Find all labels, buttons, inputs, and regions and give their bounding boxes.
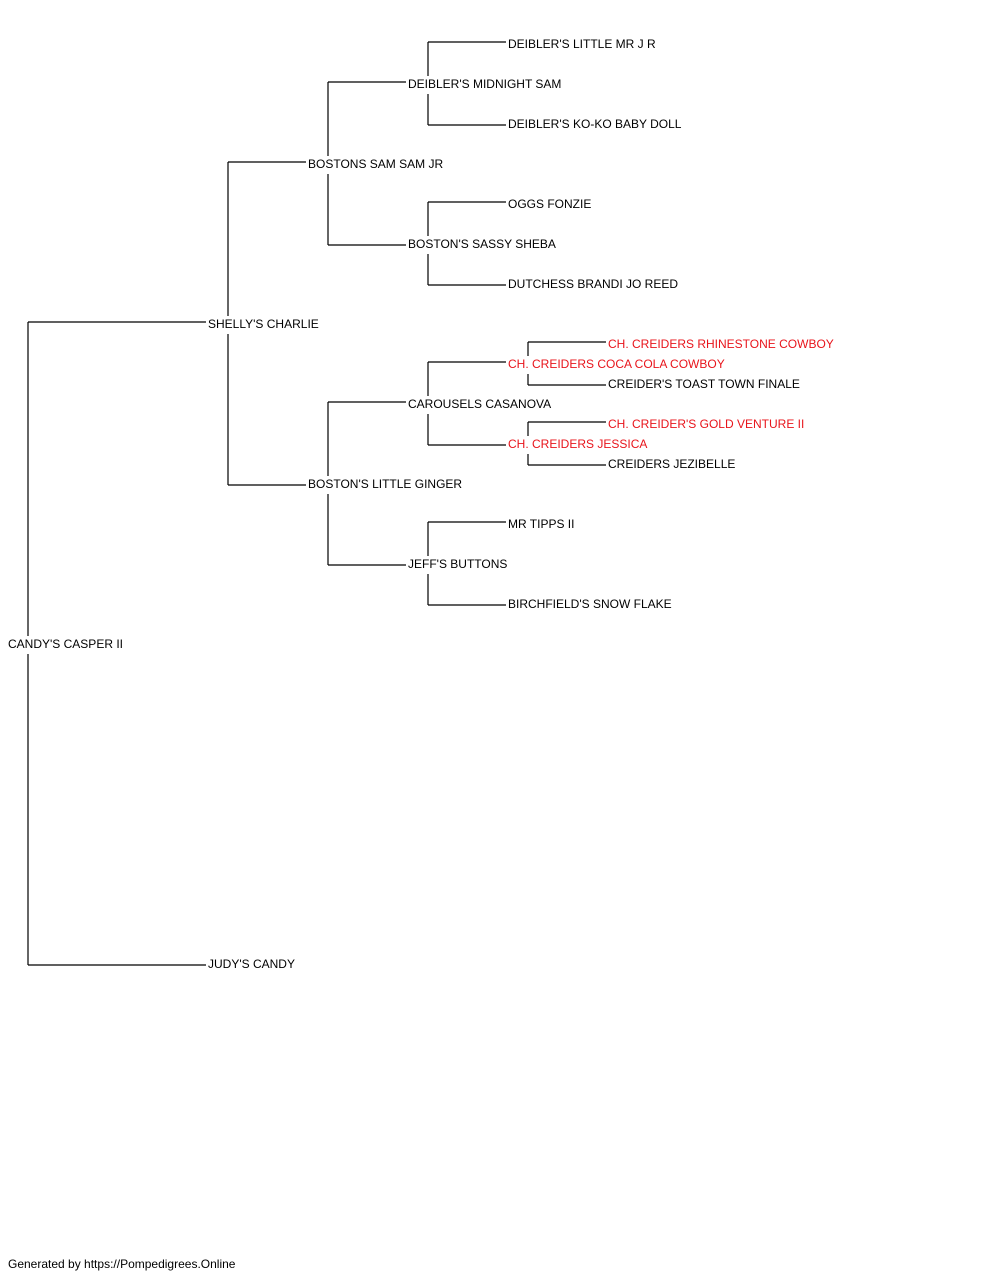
pedigree-node-boston-s-sassy-sheba[interactable]: BOSTON'S SASSY SHEBA xyxy=(408,237,556,251)
pedigree-node-carousels-casanova[interactable]: CAROUSELS CASANOVA xyxy=(408,397,552,411)
pedigree-node-dutchess-brandi-jo-reed[interactable]: DUTCHESS BRANDI JO REED xyxy=(508,277,679,291)
pedigree-node-creider-s-toast-town-finale[interactable]: CREIDER'S TOAST TOWN FINALE xyxy=(608,377,800,391)
pedigree-node-shelly-s-charlie[interactable]: SHELLY'S CHARLIE xyxy=(208,317,319,331)
pedigree-node-creiders-jezibelle[interactable]: CREIDERS JEZIBELLE xyxy=(608,457,736,471)
pedigree-node-deibler-s-midnight-sam[interactable]: DEIBLER'S MIDNIGHT SAM xyxy=(408,77,562,91)
pedigree-node-deibler-s-little-mr-j-r[interactable]: DEIBLER'S LITTLE MR J R xyxy=(508,37,656,51)
pedigree-node-mr-tipps-ii[interactable]: MR TIPPS II xyxy=(508,517,575,531)
pedigree-node-ch-creiders-rhinestone-cowboy[interactable]: CH. CREIDERS RHINESTONE COWBOY xyxy=(608,337,834,351)
pedigree-node-ch-creider-s-gold-venture-ii[interactable]: CH. CREIDER'S GOLD VENTURE II xyxy=(608,417,805,431)
pedigree-node-birchfield-s-snow-flake[interactable]: BIRCHFIELD'S SNOW FLAKE xyxy=(508,597,672,611)
pedigree-node-ch-creiders-jessica[interactable]: CH. CREIDERS JESSICA xyxy=(508,437,648,451)
pedigree-node-ch-creiders-coca-cola-cowboy[interactable]: CH. CREIDERS COCA COLA COWBOY xyxy=(508,357,725,371)
pedigree-node-oggs-fonzie[interactable]: OGGS FONZIE xyxy=(508,197,592,211)
pedigree-node-boston-s-little-ginger[interactable]: BOSTON'S LITTLE GINGER xyxy=(308,477,463,491)
pedigree-node-jeff-s-buttons[interactable]: JEFF'S BUTTONS xyxy=(408,557,508,571)
pedigree-node-bostons-sam-sam-jr[interactable]: BOSTONS SAM SAM JR xyxy=(308,157,444,171)
pedigree-node-deibler-s-ko-ko-baby-doll[interactable]: DEIBLER'S KO-KO BABY DOLL xyxy=(508,117,682,131)
pedigree-node-candy-s-casper-ii[interactable]: CANDY'S CASPER II xyxy=(8,637,123,651)
footer-credit: Generated by https://Pompedigrees.Online xyxy=(8,1257,236,1271)
pedigree-node-judy-s-candy[interactable]: JUDY'S CANDY xyxy=(208,957,295,971)
